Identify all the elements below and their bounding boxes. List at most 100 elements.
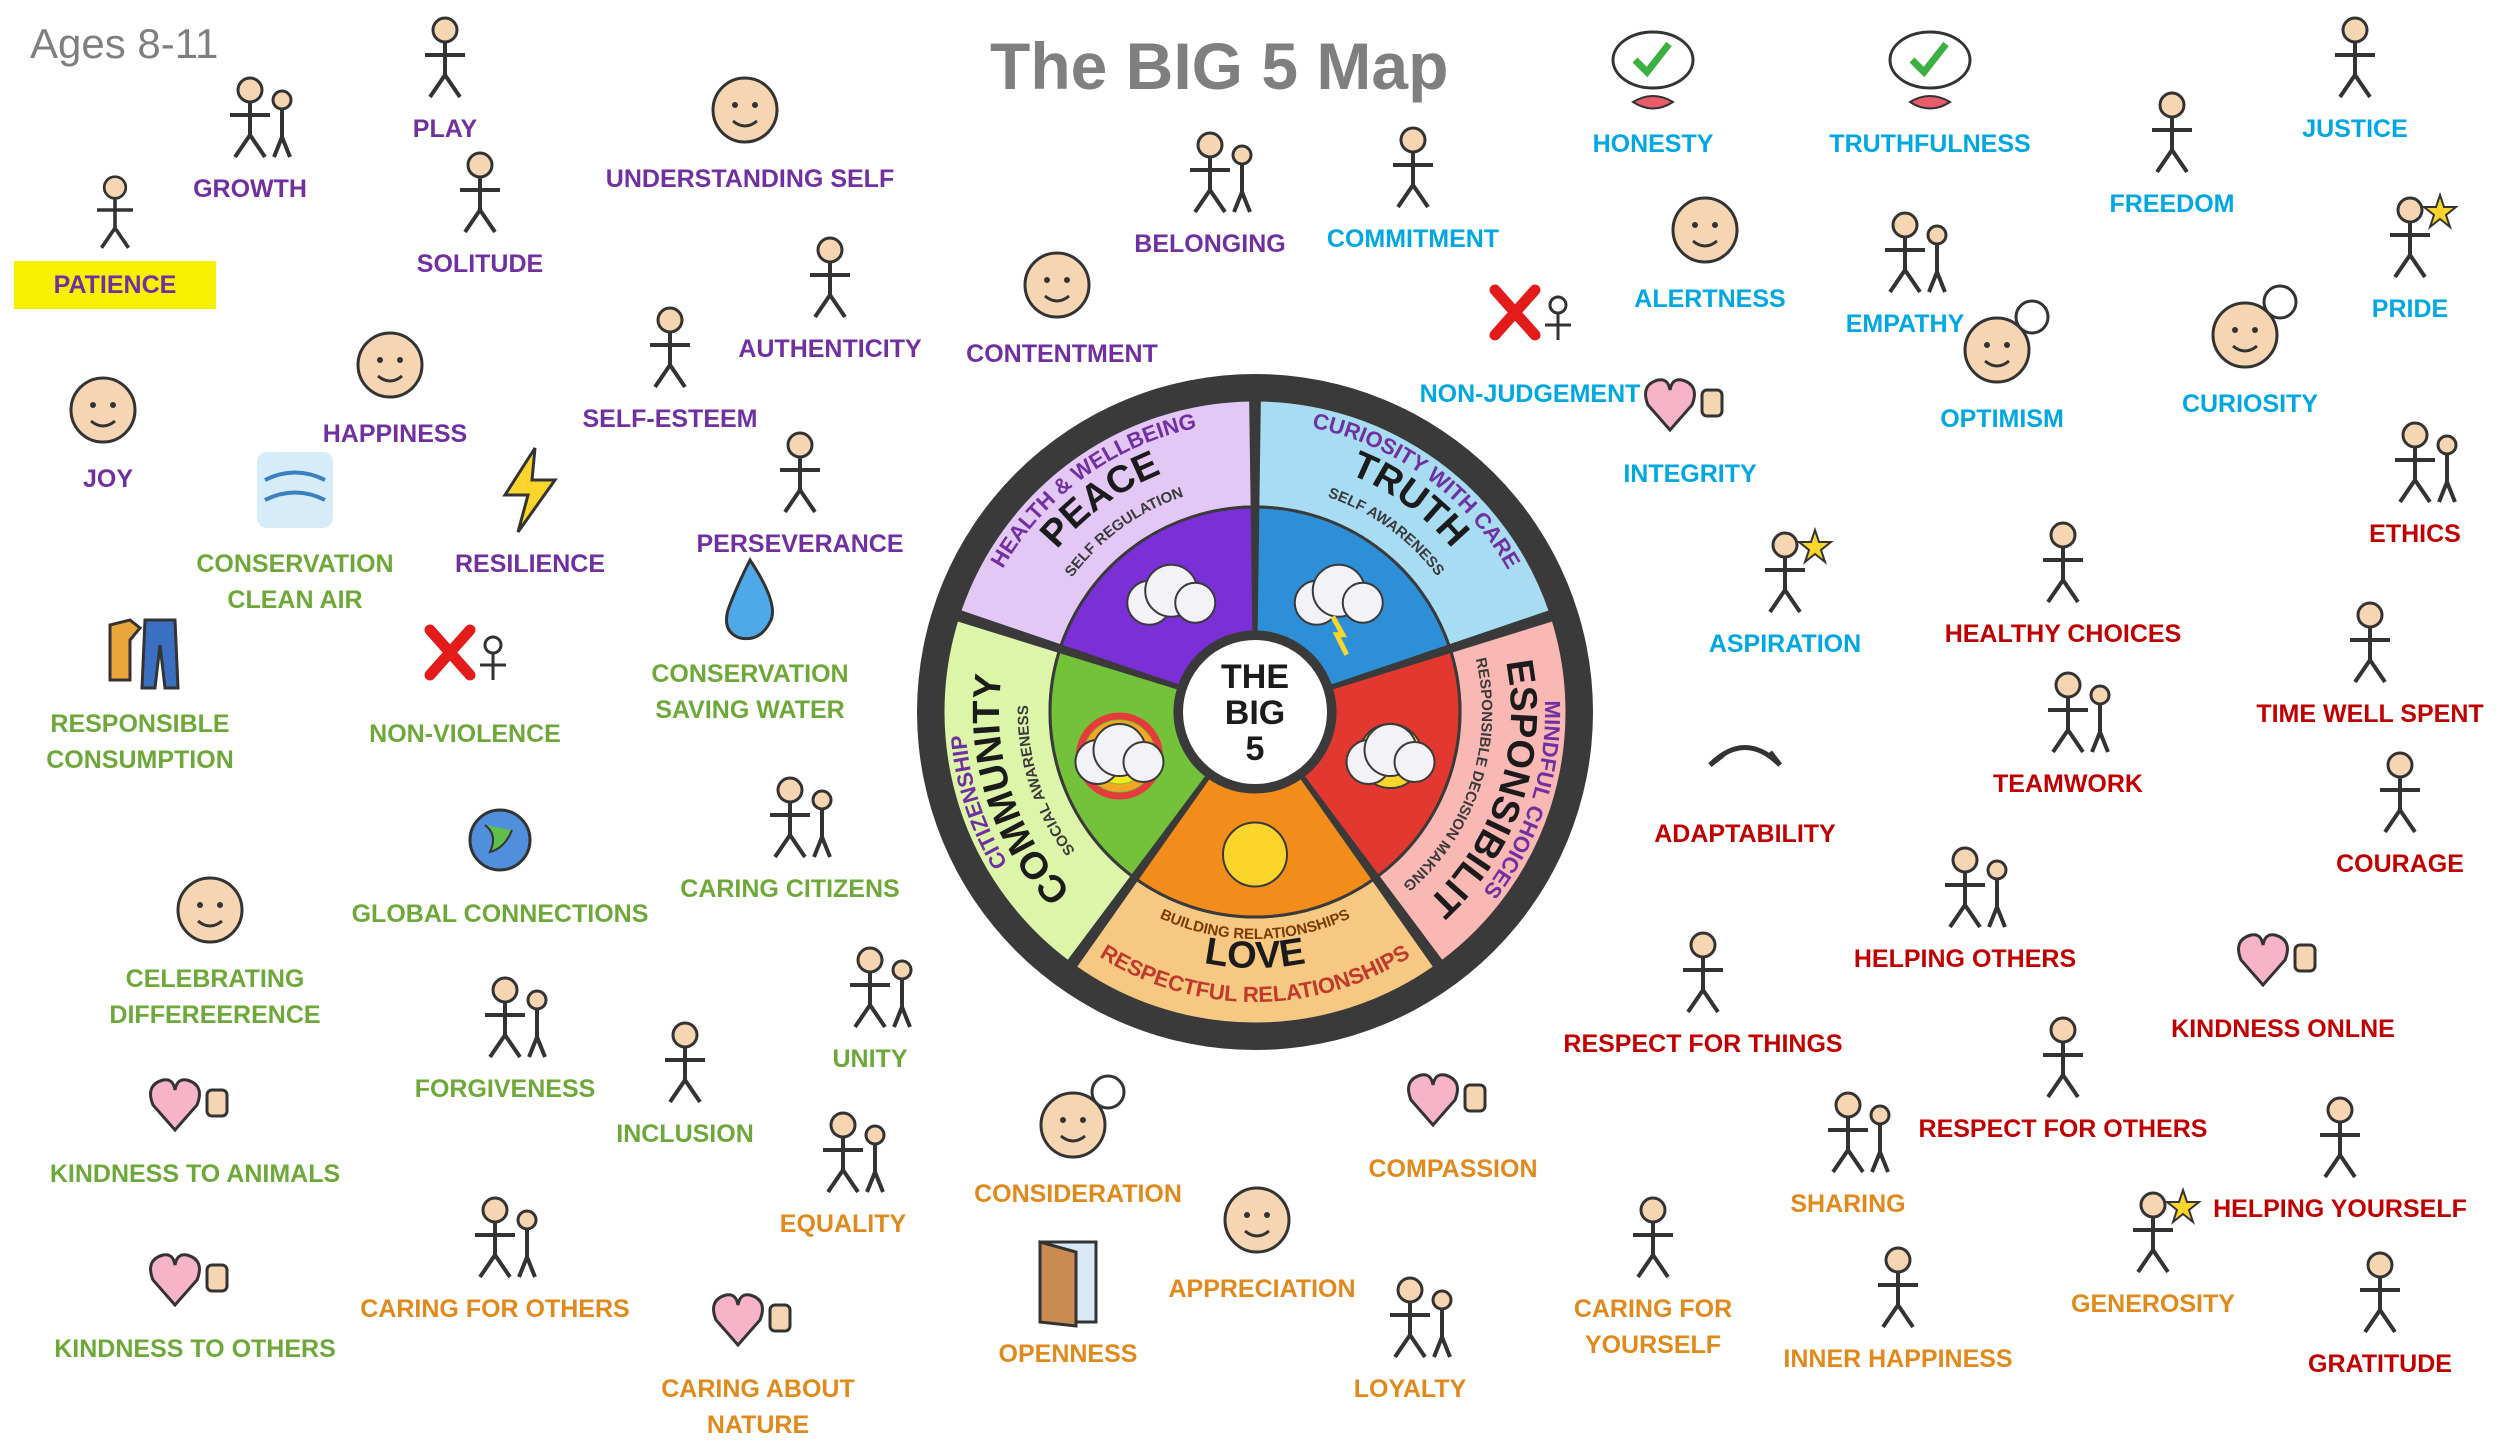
portrait-check-icon (810, 236, 850, 319)
health-icon (2043, 521, 2083, 604)
value-item-kindness-to-animals: KINDNESS TO ANIMALS (45, 1050, 345, 1192)
value-item-belonging: BELONGING (1060, 120, 1360, 262)
value-item-kindness-online: KINDNESS ONLNE (2133, 905, 2433, 1047)
value-item-respect-for-others: RESPECT FOR OTHERS (1913, 1005, 2213, 1147)
value-item-curiosity: CURIOSITY (2100, 280, 2400, 422)
value-label: CONTENTMENT (966, 340, 1158, 368)
value-item-optimism: OPTIMISM (1852, 295, 2152, 437)
value-label: SOLITUDE (416, 250, 544, 278)
growth-people-icon (230, 76, 293, 159)
smiling-face-icon (356, 331, 424, 399)
helping-people-icon (1945, 846, 2008, 929)
scene-rainbow-icon (1074, 712, 1165, 800)
value-item-unity: UNITY (720, 935, 1020, 1077)
value-item-joy: JOY (0, 355, 258, 497)
judge-scales-icon (2335, 16, 2375, 99)
wheel-center (1179, 636, 1331, 788)
open-door-icon (1038, 1240, 1098, 1328)
value-label: APPRECIATION (1168, 1275, 1356, 1303)
value-label: CARING CITIZENS (680, 875, 900, 903)
stairs-star-icon (1765, 526, 1834, 614)
value-item-perseverance: PERSEVERANCE (650, 420, 950, 562)
value-item-time-well-spent: TIME WELL SPENT (2220, 590, 2500, 732)
proud-person-icon (650, 306, 690, 389)
value-label: FREEDOM (2109, 190, 2235, 218)
value-label: TIME WELL SPENT (2256, 700, 2484, 728)
hands-holding-sun-icon (1190, 131, 1253, 214)
climbing-person-icon (780, 431, 820, 514)
value-label: CARING FOR OTHERS (360, 1295, 630, 1323)
value-item-growth: GROWTH (100, 65, 400, 207)
value-item-authenticity: AUTHENTICITY (680, 225, 980, 367)
value-label: PRIDE (2371, 295, 2449, 323)
value-label: CONSERVATION CLEAN AIR (196, 550, 394, 614)
children-playing-icon (425, 16, 465, 99)
value-label: GROWTH (193, 175, 307, 203)
value-label: COMMITMENT (1326, 225, 1500, 253)
value-label: COMPASSION (1368, 1155, 1538, 1183)
handshake-check-icon (2395, 421, 2458, 504)
value-label: INTEGRITY (1623, 460, 1757, 488)
hand-on-heart-icon (1644, 378, 1724, 433)
value-label: RESPECT FOR THINGS (1563, 1030, 1843, 1058)
value-item-gratitude: GRATITUDE (2230, 1240, 2500, 1382)
value-item-celebrating-difference: CELEBRATING DIFFEREERENCE (65, 855, 365, 1033)
calm-face-icon (1023, 251, 1091, 319)
diverse-faces-icon (176, 876, 244, 944)
value-label: CONSERVATION SAVING WATER (651, 660, 849, 724)
value-item-sharing: SHARING (1698, 1080, 1998, 1222)
giving-star-icon (2133, 1186, 2202, 1274)
value-item-non-violence: NON-VIOLENCE (315, 610, 615, 752)
star-person-icon (2390, 191, 2459, 279)
value-label: PERSEVERANCE (696, 530, 904, 558)
value-label: HAPPINESS (322, 420, 468, 448)
laughing-face-icon (69, 376, 137, 444)
value-item-resilience: RESILIENCE (380, 440, 680, 582)
empathy-people-icon (1885, 211, 1948, 294)
value-label: GRATITUDE (2308, 1350, 2452, 1378)
value-item-play: PLAY (295, 5, 595, 147)
lightning-icon (502, 447, 558, 533)
person-alone-icon (460, 151, 500, 234)
value-item-helping-yourself: HELPING YOURSELF (2190, 1085, 2490, 1227)
value-label: INCLUSION (616, 1120, 754, 1148)
value-item-caring-citizens: CARING CITIZENS (640, 765, 940, 907)
value-item-solitude: SOLITUDE (330, 140, 630, 282)
value-label: RESILIENCE (454, 550, 606, 578)
respect-person-icon (2043, 1016, 2083, 1099)
age-label: Ages 8-11 (30, 20, 219, 67)
value-label: EQUALITY (779, 1210, 907, 1238)
value-item-inclusion: INCLUSION (535, 1010, 835, 1152)
value-item-forgiveness: FORGIVENESS (355, 965, 655, 1107)
value-label: CURIOSITY (2181, 390, 2319, 418)
value-item-kindness-to-others: KINDNESS TO OTHERS (45, 1225, 345, 1367)
value-item-understanding-self: UNDERSTANDING SELF (600, 55, 900, 197)
value-item-caring-about-nature: CARING ABOUT NATURE (608, 1265, 908, 1443)
question-thought-icon (2211, 284, 2298, 369)
raised-hand-icon (1393, 126, 1433, 209)
cross-scales-icon (1489, 284, 1571, 341)
value-item-compassion: COMPASSION (1303, 1045, 1603, 1187)
value-item-conservation-clean-air: CONSERVATION CLEAN AIR (145, 440, 445, 618)
value-item-openness: OPENNESS (918, 1230, 1218, 1372)
value-label: JUSTICE (2302, 115, 2408, 143)
value-label: GLOBAL CONNECTIONS (351, 900, 649, 928)
brave-person-icon (2380, 751, 2420, 834)
forgiving-people-icon (485, 976, 548, 1059)
value-item-caring-for-others: CARING FOR OTHERS (345, 1185, 645, 1327)
heart-computer-icon (2237, 933, 2317, 988)
self-help-icon (2320, 1096, 2360, 1179)
value-label: INNER HAPPINESS (1783, 1345, 2013, 1373)
value-label: COURAGE (2336, 850, 2464, 878)
value-item-commitment: COMMITMENT (1263, 115, 1563, 257)
clothes-icon (108, 618, 180, 690)
value-item-non-judgement: NON-JUDGEMENT (1380, 270, 1680, 412)
value-item-empathy: EMPATHY (1755, 200, 2055, 342)
people-houses-icon (770, 776, 833, 859)
thoughtful-face-icon (1039, 1074, 1126, 1159)
value-item-conservation-saving-water: CONSERVATION SAVING WATER (600, 550, 900, 728)
value-label: NON-VIOLENCE (369, 720, 561, 748)
